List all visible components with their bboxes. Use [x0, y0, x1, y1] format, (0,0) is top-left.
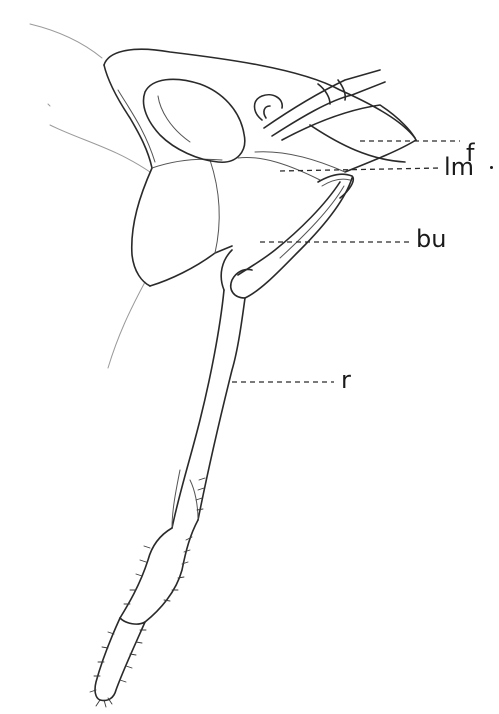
leader-lm	[280, 168, 440, 171]
leader-lines	[232, 141, 460, 382]
compound-eye	[143, 79, 244, 162]
rostrum-segment-3	[120, 520, 198, 624]
label-bu: bu	[416, 227, 446, 251]
rostrum-setae	[90, 478, 205, 707]
label-f-dot	[490, 166, 493, 169]
rostrum	[172, 250, 245, 528]
buccula	[231, 178, 352, 298]
labrum	[318, 174, 353, 198]
label-r: r	[341, 368, 351, 392]
label-lm: lm	[444, 155, 474, 179]
rostrum-segment-4	[95, 618, 145, 701]
body-outline	[30, 24, 150, 368]
